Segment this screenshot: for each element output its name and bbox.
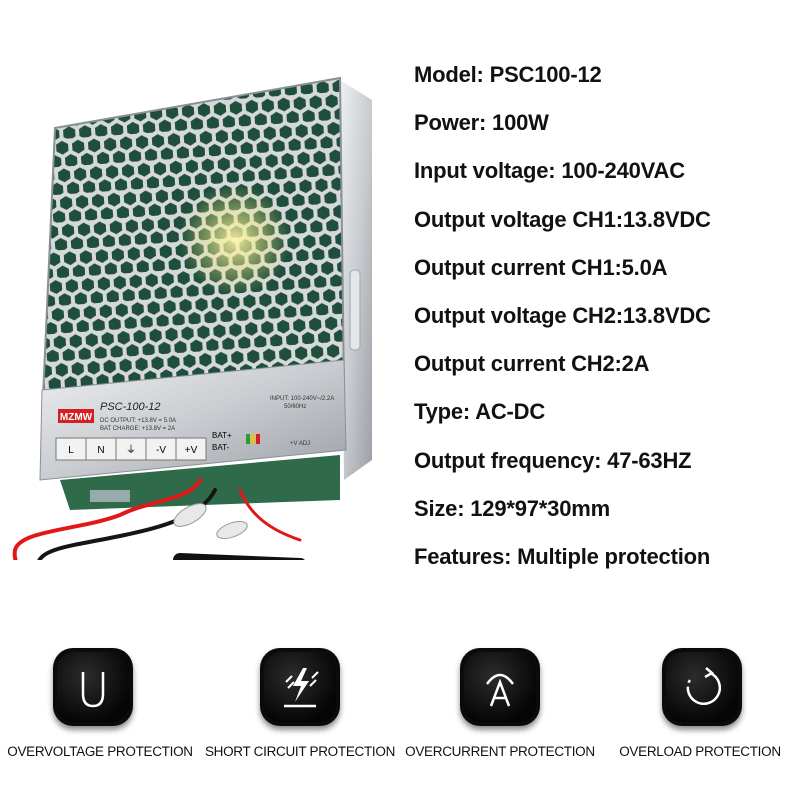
feature-overvoltage: OVERVOLTAGE PROTECTION [0,640,200,780]
spec-size: Size: 129*97*30mm [414,495,610,521]
feature-overload: OVERLOAD PROTECTION [600,640,800,780]
spec-power: Power: 100W [414,110,549,136]
terminal-ground: ⏚ [126,444,136,456]
label-bat-pos: BAT+ [212,431,232,440]
feature-short-circuit: SHORT CIRCUIT PROTECTION [200,640,400,780]
spec-features: Features: Multiple protection [414,543,711,569]
voltage-u-icon [53,648,133,726]
feature-overcurrent: OVERCURRENT PROTECTION [400,640,600,780]
spec-list: Model: PSC100-12 Power: 100W Input volta… [414,56,794,586]
spec-type: Type: AC-DC [414,399,546,425]
brand-text: MZMW [60,412,93,423]
feature-label-overload: OVERLOAD PROTECTION [619,744,781,759]
spec-output-frequency: Output frequency: 47-63HZ [414,447,692,473]
product-image: MZMW PSC-100-12 DC OUTPUT: +13.8V = 5.0A… [12,76,372,560]
current-a-icon [460,648,540,726]
short-circuit-bolt-icon [260,648,340,726]
feature-label-short-circuit: SHORT CIRCUIT PROTECTION [204,744,396,759]
wire-harness [12,478,305,560]
terminal-l: L [68,445,74,456]
spec-input-voltage: Input voltage: 100-240VAC [414,158,685,184]
protection-features: OVERVOLTAGE PROTECTION SHORT CIRCUIT PRO… [0,640,800,780]
label-model: PSC-100-12 [100,401,161,413]
feature-label-overvoltage: OVERVOLTAGE PROTECTION [7,744,193,759]
label-bat-charge: BAT CHARGE: +13.8V = 2A [100,426,175,432]
spec-output-voltage-ch2: Output voltage CH2:13.8VDC [414,302,711,328]
label-dc-output: DC OUTPUT: +13.8V = 5.0A [100,418,176,424]
spec-output-current-ch2: Output current CH2:2A [414,351,650,377]
terminal-neg: -V [156,445,166,456]
overload-cycle-icon [662,648,742,726]
spec-output-current-ch1: Output current CH1:5.0A [414,254,668,280]
spec-model: Model: PSC100-12 [414,62,602,87]
terminal-pos: +V [185,445,198,456]
label-freq: 50/60Hz [284,404,306,410]
feature-label-overcurrent: OVERCURRENT PROTECTION [405,744,595,759]
terminal-block: L N ⏚ -V +V [55,437,207,461]
terminal-n: N [97,445,104,456]
brand-badge [58,409,94,423]
label-bat-neg: BAT- [212,443,230,452]
label-input: INPUT: 100-240V~/2.2A [270,396,334,402]
spec-output-voltage-ch1: Output voltage CH1:13.8VDC [414,206,711,232]
label-adj: +V ADJ [290,441,310,447]
